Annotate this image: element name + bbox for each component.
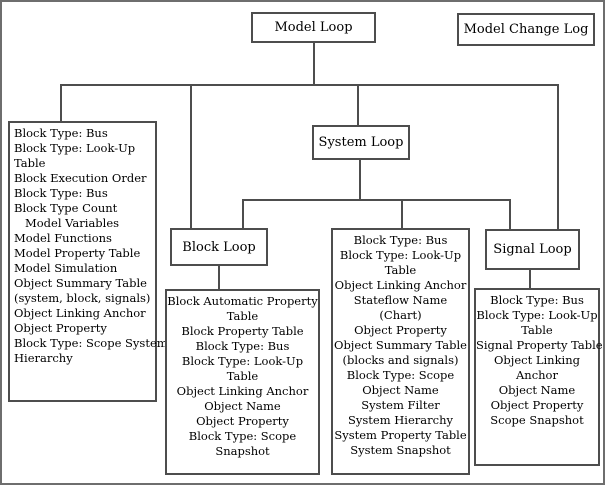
component-line: Object Linking Anchor bbox=[14, 306, 146, 320]
model-change-log-box: Model Change Log bbox=[457, 13, 595, 46]
component-line: Object Name bbox=[498, 383, 576, 397]
component-line: (blocks and signals) bbox=[342, 353, 459, 367]
component-line: Object Property bbox=[354, 323, 447, 337]
component-line: Block Type: Bus bbox=[14, 186, 108, 200]
connector-system-loop-down bbox=[359, 160, 361, 200]
component-line: (Chart) bbox=[379, 308, 422, 322]
component-line: Block Execution Order bbox=[14, 171, 147, 185]
model-change-log-label: Model Change Log bbox=[463, 22, 589, 37]
connector-model-loop-down bbox=[313, 42, 315, 86]
connector-to-signal-loop-from-model bbox=[557, 86, 559, 229]
model-loop-label: Model Loop bbox=[274, 20, 353, 35]
component-line: Object Linking Anchor bbox=[334, 278, 467, 292]
component-line: Stateflow Name bbox=[353, 293, 448, 307]
component-line: Block Type: Scope System bbox=[14, 336, 168, 350]
connector-to-signal-loop-from-system bbox=[509, 201, 511, 229]
component-line: Block Type: Bus bbox=[195, 339, 290, 353]
connector-to-block-loop-from-model bbox=[190, 86, 192, 228]
system-loop-label: System Loop bbox=[318, 135, 404, 150]
component-line: Block Type: Scope bbox=[188, 429, 297, 443]
connector-to-signal-components bbox=[529, 270, 531, 288]
component-line: Snapshot bbox=[215, 444, 270, 458]
signal-loop-box: Signal Loop bbox=[485, 229, 580, 270]
component-line: Table bbox=[14, 156, 46, 170]
component-line: Block Type: Look-Up bbox=[181, 354, 304, 368]
connector-to-block-components bbox=[218, 266, 220, 289]
component-line: Model Functions bbox=[14, 231, 112, 245]
component-line: Block Type: Bus bbox=[14, 126, 108, 140]
signal-loop-label: Signal Loop bbox=[493, 242, 572, 257]
component-line: System Snapshot bbox=[350, 443, 451, 457]
component-line: Object Linking bbox=[493, 353, 580, 367]
component-line: Table bbox=[384, 263, 417, 277]
component-line: System Property Table bbox=[334, 428, 467, 442]
component-line: Table bbox=[226, 369, 259, 383]
system-loop-box: System Loop bbox=[312, 125, 410, 160]
component-line: Object Property bbox=[14, 321, 107, 335]
component-line: Object Summary Table bbox=[334, 338, 467, 352]
component-line: Hierarchy bbox=[14, 351, 73, 365]
component-line: Object Property bbox=[490, 398, 584, 412]
component-line: Block Type Count bbox=[14, 201, 118, 215]
connector-to-model-components bbox=[60, 86, 62, 121]
component-line: Scope Snapshot bbox=[490, 413, 584, 427]
component-line: Object Property bbox=[196, 414, 289, 428]
connector-system-children-rail bbox=[242, 199, 511, 201]
component-line: Table bbox=[226, 309, 259, 323]
component-line: Object Name bbox=[204, 399, 281, 413]
connector-to-system-components bbox=[401, 201, 403, 228]
component-line: Table bbox=[521, 323, 553, 337]
component-line: Block Type: Look-Up bbox=[14, 141, 136, 155]
component-line: Object Name bbox=[362, 383, 439, 397]
connector-to-block-loop-from-system bbox=[242, 201, 244, 228]
component-line: Block Type: Look-Up bbox=[476, 308, 598, 322]
component-line: System Filter bbox=[361, 398, 440, 412]
component-line: System Hierarchy bbox=[348, 413, 453, 427]
component-line: Block Type: Look-Up bbox=[339, 248, 462, 262]
component-line: Block Automatic Property bbox=[167, 294, 318, 308]
component-line: Block Type: Bus bbox=[353, 233, 448, 247]
component-line: Object Linking Anchor bbox=[176, 384, 309, 398]
model-loop-box: Model Loop bbox=[251, 12, 376, 43]
component-line: (system, block, signals) bbox=[14, 291, 151, 305]
block-loop-label: Block Loop bbox=[182, 239, 256, 255]
component-line: Signal Property Table bbox=[476, 338, 603, 352]
block-loop-box: Block Loop bbox=[170, 228, 268, 266]
component-line: Model Variables bbox=[14, 216, 120, 230]
component-line: Anchor bbox=[516, 368, 558, 382]
component-line: Block Property Table bbox=[181, 324, 304, 338]
connector-model-children-rail bbox=[60, 84, 559, 86]
connector-to-system-loop bbox=[357, 86, 359, 125]
component-line: Model Simulation bbox=[14, 261, 118, 275]
component-line: Block Type: Scope bbox=[346, 368, 455, 382]
component-line: Block Type: Bus bbox=[490, 293, 584, 307]
component-line: Object Summary Table bbox=[14, 276, 147, 290]
component-line: Model Property Table bbox=[14, 246, 141, 260]
